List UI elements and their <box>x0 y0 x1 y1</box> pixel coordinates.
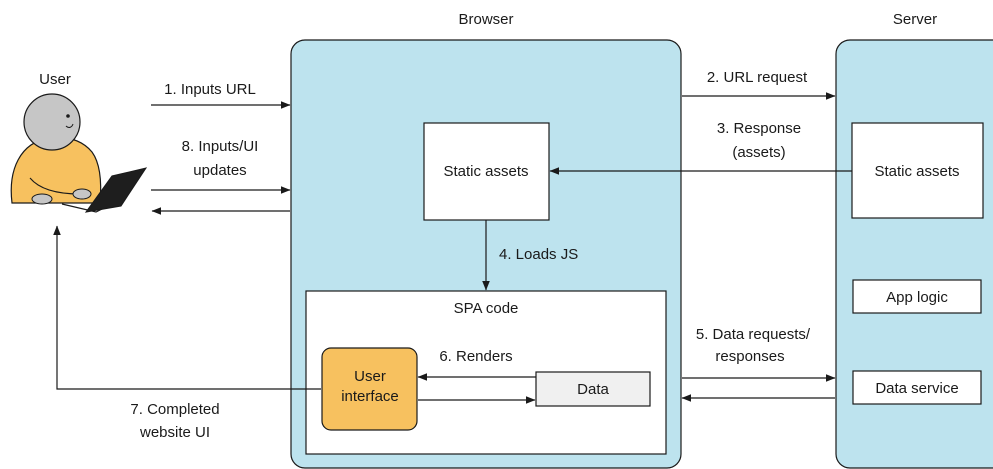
step-5-label-line1: 5. Data requests/ <box>696 326 811 343</box>
arrow-7-completed-ui <box>53 225 321 390</box>
data-service-label: Data service <box>875 380 958 397</box>
step-8-label-line1: 8. Inputs/UI <box>182 138 259 155</box>
step-6-label: 6. Renders <box>439 348 512 365</box>
section-label-user: User <box>39 71 71 88</box>
step-7-label-line1: 7. Completed <box>130 401 219 418</box>
spa-code-label: SPA code <box>454 300 519 317</box>
user-interface-box <box>321 347 418 431</box>
step-5-label-line2: responses <box>715 348 784 365</box>
app-logic-box <box>852 279 982 314</box>
server-static-assets-box <box>851 122 984 219</box>
section-label-server: Server <box>893 11 937 28</box>
data-label: Data <box>577 381 609 398</box>
step-4-label: 4. Loads JS <box>499 246 578 263</box>
data-service-box <box>852 370 982 405</box>
user-interface-label-line1: User <box>354 368 386 385</box>
step-3-label-line2: (assets) <box>732 144 785 161</box>
browser-static-assets-label: Static assets <box>443 163 528 180</box>
data-box <box>535 371 651 407</box>
server-static-assets-label: Static assets <box>874 163 959 180</box>
step-8-label-line2: updates <box>193 162 246 179</box>
app-logic-label: App logic <box>886 289 948 306</box>
user-interface-label-line2: interface <box>341 388 399 405</box>
step-7-label-line2: website UI <box>139 424 210 441</box>
user-at-laptop-icon <box>10 93 148 213</box>
browser-static-assets-box <box>423 122 550 221</box>
step-1-label: 1. Inputs URL <box>164 81 256 98</box>
section-label-browser: Browser <box>458 11 513 28</box>
step-3-label-line1: 3. Response <box>717 120 801 137</box>
step-2-label: 2. URL request <box>707 69 808 86</box>
